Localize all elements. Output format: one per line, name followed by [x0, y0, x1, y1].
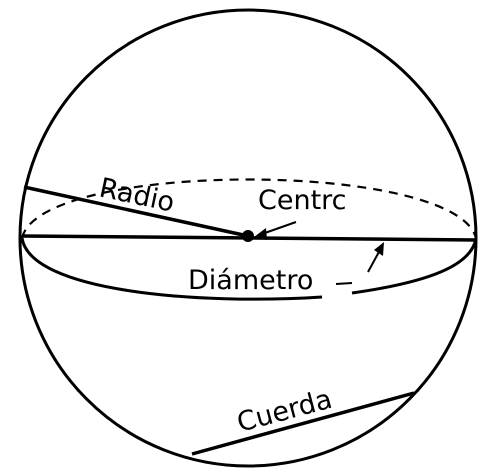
chord-line: [191, 391, 415, 456]
cuerda-label: Cuerda: [234, 384, 336, 439]
centro-arrow-shaft: [261, 221, 297, 235]
equator-front-right: [351, 237, 478, 295]
diametro-arrow-shaft: [367, 249, 381, 273]
diametro-arrow-head: [374, 242, 384, 256]
centro-arrow-head: [254, 228, 267, 240]
radius-line: [23, 185, 249, 238]
equator-back-dashed: [20, 178, 478, 239]
centro-label: Centrc: [258, 185, 347, 216]
diametro-label: Diámetro: [188, 265, 313, 296]
diametro-dash: [335, 282, 353, 285]
equator-front: [20, 237, 323, 301]
center-point: [242, 230, 254, 242]
